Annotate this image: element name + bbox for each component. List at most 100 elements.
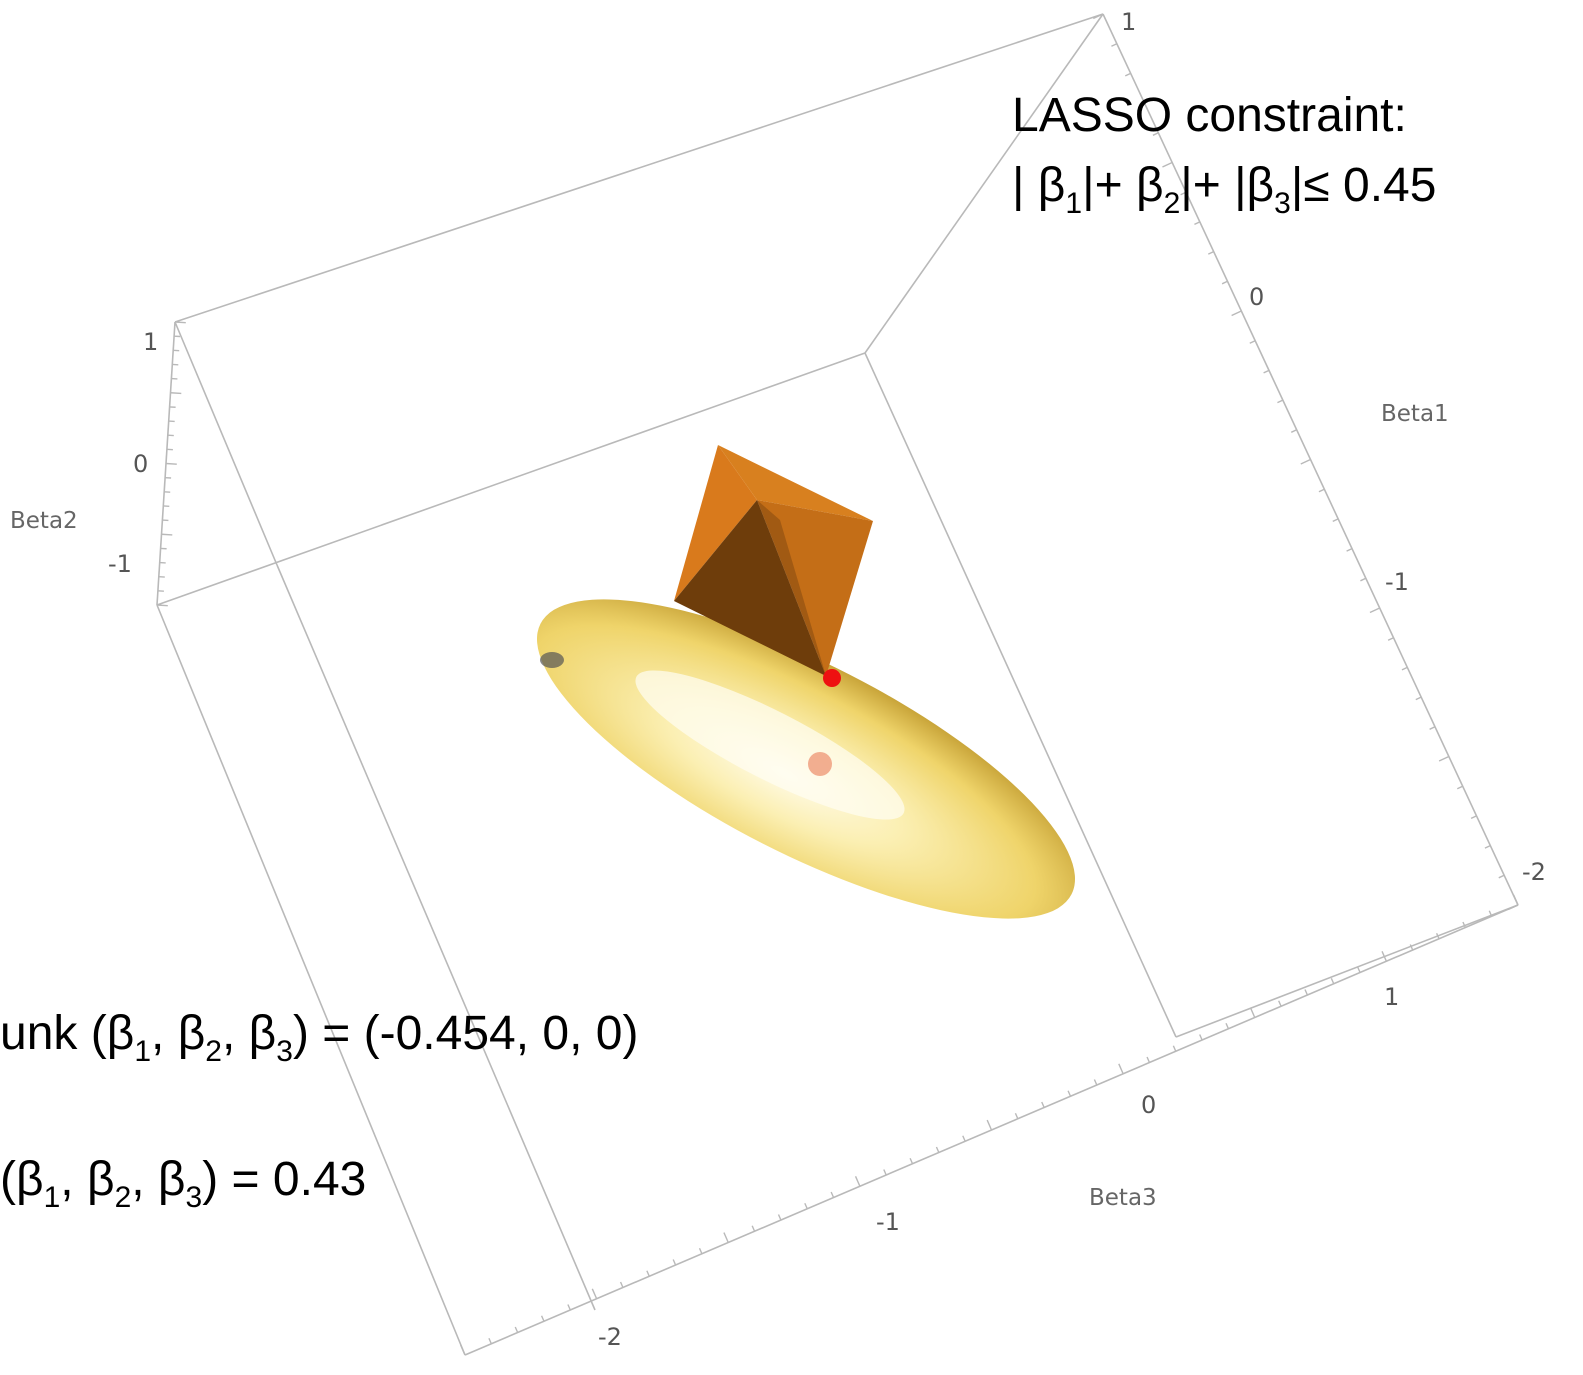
shrunk-part: , β: [151, 1007, 206, 1060]
value-subscript: 2: [114, 1181, 132, 1214]
axis-tick: [1277, 399, 1284, 404]
axis-tick: [1263, 369, 1270, 374]
axis-tick: [1429, 726, 1436, 730]
box-edge: [174, 13, 1104, 323]
axis-tick: [830, 1191, 835, 1198]
axis-tick: [1231, 310, 1242, 317]
shrunk-subscript: 2: [205, 1035, 222, 1068]
axis-tick: [1194, 221, 1201, 226]
box-edge: [156, 604, 466, 1356]
axis-tick: [1387, 637, 1394, 641]
axis-tick: [170, 392, 182, 395]
beta3-ticks: 1 0 -1 -2: [598, 983, 1399, 1351]
axis-tick: [672, 1259, 677, 1266]
axis-tick: [1041, 1101, 1045, 1108]
shrunk-part: , β: [221, 1007, 277, 1060]
axis-tick: [1162, 161, 1173, 168]
shrunk-part: unk (β: [0, 1007, 135, 1060]
formula-subscript: 1: [1065, 187, 1083, 220]
box-edge: [174, 321, 278, 566]
axis-tick: [1513, 894, 1519, 906]
axis-tick: [1278, 1000, 1282, 1007]
axis-tick: [591, 1288, 598, 1300]
axis-tick: [1401, 666, 1408, 671]
value-part: , β: [60, 1153, 115, 1206]
ellipsoid-edge-shadow: [540, 652, 564, 668]
axis-tick: [514, 1326, 519, 1333]
axis-tick: [165, 462, 177, 465]
axis-tick: [1330, 977, 1335, 985]
axis-tick: [1409, 944, 1414, 951]
box-edge: [864, 352, 1177, 1038]
axis-tick: [1067, 1090, 1072, 1097]
axis-tick: [1300, 458, 1311, 465]
axis-tick: [935, 1146, 940, 1153]
axis-tick: [854, 1176, 861, 1187]
value-part: , β: [131, 1153, 186, 1206]
axis-tick: [1470, 815, 1477, 820]
axis-tick: [1381, 951, 1388, 962]
axis-tick: [1138, 102, 1145, 107]
beta2-tick-label: -1: [108, 550, 132, 578]
axis-tick: [488, 1337, 492, 1345]
lasso-constraint-formula: | β1|+ β2|+ |β3|≤ 0.45: [1012, 159, 1437, 219]
ellipsoid-highlight: [635, 670, 905, 820]
formula-subscript: 3: [1274, 187, 1291, 220]
beta3-tick-label: 1: [1384, 983, 1399, 1011]
axis-tick: [1484, 844, 1491, 849]
octahedron-face-top-right: [718, 445, 873, 521]
axis-tick: [174, 321, 186, 324]
beta1-tick-label: 1: [1121, 8, 1136, 36]
shrunk-coefficients-text: unk (β1, β2, β3) = (-0.454, 0, 0): [0, 1007, 639, 1067]
axis-tick: [1199, 1034, 1203, 1041]
axis-tick: [1498, 874, 1505, 879]
value-subscript: 3: [185, 1181, 203, 1214]
value-subscript: 1: [43, 1181, 61, 1214]
formula-part: |+ |β: [1180, 159, 1275, 212]
beta1-tick-label: -2: [1522, 858, 1546, 886]
formula-part: | β: [1012, 159, 1066, 212]
formula-part: |≤ 0.45: [1290, 159, 1437, 212]
axis-tick: [156, 604, 168, 607]
axis-tick: [1152, 132, 1159, 136]
axis-tick: [460, 1344, 466, 1356]
axis-tick: [1221, 280, 1228, 285]
shrunk-subscript: 3: [276, 1035, 293, 1068]
axis-tick: [962, 1135, 966, 1142]
axis-tick: [1462, 921, 1466, 928]
axis-tick: [751, 1225, 756, 1232]
axis-tick: [1249, 340, 1256, 344]
beta3-axis-label: Beta3: [1089, 1185, 1157, 1211]
axis-tick: [804, 1202, 808, 1210]
axis-tick: [1507, 904, 1519, 911]
formula-subscript: 2: [1163, 187, 1181, 220]
bounding-box: [156, 13, 1519, 1356]
axis-tick: [1435, 932, 1440, 940]
axis-tick: [1146, 1056, 1151, 1063]
axis-tick: [1357, 966, 1361, 973]
axis-tick: [1124, 72, 1131, 77]
axis-tick: [1093, 1079, 1098, 1086]
axis-tick: [1249, 1007, 1256, 1018]
box-edge: [1175, 904, 1519, 1038]
rss-ellipsoid: [537, 599, 1075, 919]
axis-tick: [1172, 1045, 1177, 1052]
axis-tick: [1488, 910, 1493, 917]
beta3-tick-label: -2: [598, 1323, 622, 1351]
shrunk-subscript: 1: [134, 1035, 152, 1068]
shrunk-part: ) = (-0.454, 0, 0): [292, 1007, 639, 1060]
axis-tick: [1438, 755, 1450, 762]
octahedron-face-bottom-front: [674, 500, 826, 676]
axis-tick: [1415, 696, 1422, 701]
axis-tick: [1111, 43, 1118, 47]
axis-tick: [1118, 1063, 1124, 1075]
axis-tick: [1290, 429, 1297, 433]
box-edge: [156, 352, 866, 606]
axis-tick: [1014, 1112, 1019, 1120]
axis-tick: [1332, 518, 1339, 523]
ols-estimate-point: [808, 752, 832, 776]
formula-part: |+ β: [1082, 159, 1164, 212]
lasso-octahedron: [674, 445, 873, 676]
octahedron-face-left: [674, 445, 757, 601]
axis-tick: [540, 1315, 545, 1322]
